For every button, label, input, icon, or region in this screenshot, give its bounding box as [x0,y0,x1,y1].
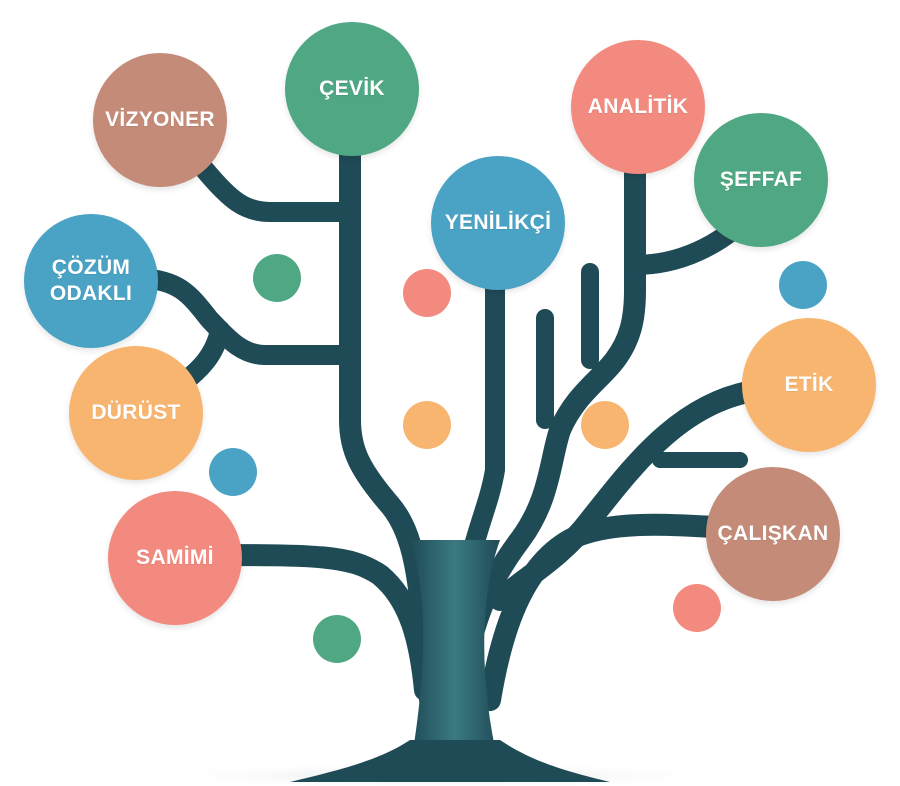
trunk-base [290,740,610,782]
trait-bubble-cozum-odakli: ÇÖZÜM ODAKLI [24,214,158,348]
trait-bubble-analitik: ANALİTİK [571,40,705,174]
branch-samimi [189,544,436,701]
branch-cozum [130,268,360,365]
trait-bubble-etik: ETİK [742,318,876,452]
tree-trunk [410,540,500,770]
trait-bubble-yenilikci: YENİLİKÇİ [431,156,565,290]
decor-dot [673,584,721,632]
trait-bubble-caliskan: ÇALIŞKAN [706,467,840,601]
decor-dot [209,448,257,496]
decor-dot [313,615,361,663]
branch-vizyoner [195,160,360,222]
trait-bubble-cevik: ÇEVİK [285,22,419,156]
decor-dot [581,401,629,449]
decor-dot [253,254,301,302]
trait-bubble-samimi: SAMİMİ [108,491,242,625]
branch-caliskan [479,513,741,711]
decor-dot [403,269,451,317]
decor-dot [403,401,451,449]
trait-bubble-seffaf: ŞEFFAF [694,113,828,247]
decor-dot [779,261,827,309]
trait-bubble-vizyoner: VİZYONER [93,53,227,187]
trait-bubble-durust: DÜRÜST [69,346,203,480]
